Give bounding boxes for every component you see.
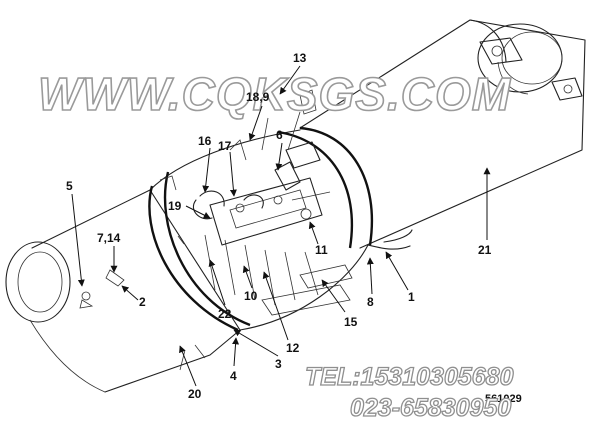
callout-20: 20 — [188, 387, 202, 401]
callout-19: 19 — [168, 199, 182, 213]
contact-phone: 023-65830950 — [350, 394, 511, 422]
callout-13: 13 — [293, 51, 307, 65]
watermark-website: WWW.CQKSGS.COM — [38, 68, 512, 120]
callout-6: 6 — [276, 128, 283, 142]
callout-labels: 13 18,9 16 17 6 5 19 7,14 2 11 21 22 10 … — [66, 51, 492, 401]
callout-22: 22 — [218, 307, 232, 321]
callout-18-9: 18,9 — [246, 90, 270, 104]
callout-8: 8 — [367, 295, 374, 309]
contact-tel: TEL:15310305680 — [305, 363, 514, 391]
center-module-housing — [148, 89, 413, 332]
callout-1: 1 — [408, 290, 415, 304]
callout-16: 16 — [198, 134, 212, 148]
outlet-canister — [299, 19, 586, 249]
callout-15: 15 — [344, 315, 358, 329]
callout-7-14: 7,14 — [97, 231, 121, 245]
callout-12: 12 — [286, 341, 300, 355]
callout-21: 21 — [478, 243, 492, 257]
callout-5: 5 — [66, 179, 73, 193]
callout-2: 2 — [139, 295, 146, 309]
callout-3: 3 — [275, 357, 282, 371]
inlet-canister — [5, 189, 241, 393]
callout-4: 4 — [230, 369, 237, 383]
callout-17: 17 — [218, 139, 232, 153]
leader-lines — [71, 65, 491, 387]
callout-10: 10 — [244, 289, 258, 303]
drawing-code: 561029 — [485, 393, 522, 405]
callout-11: 11 — [315, 243, 328, 257]
